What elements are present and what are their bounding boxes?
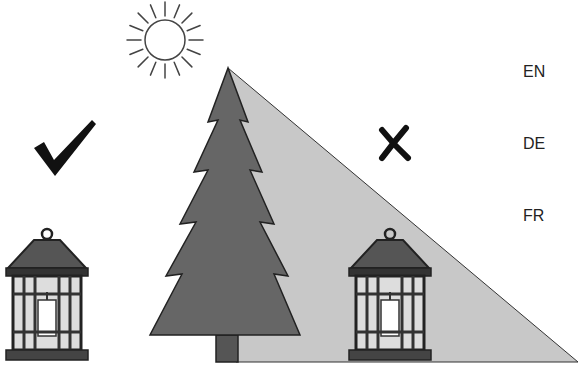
lantern-sunny — [6, 229, 88, 360]
cross-mark — [382, 128, 408, 158]
sun — [127, 2, 203, 78]
language-code: DE — [523, 134, 545, 153]
tree — [150, 68, 300, 362]
language-code: FR — [523, 206, 544, 225]
check-mark — [34, 120, 96, 176]
language-code: EN — [523, 62, 545, 81]
lantern-shade — [349, 229, 431, 360]
